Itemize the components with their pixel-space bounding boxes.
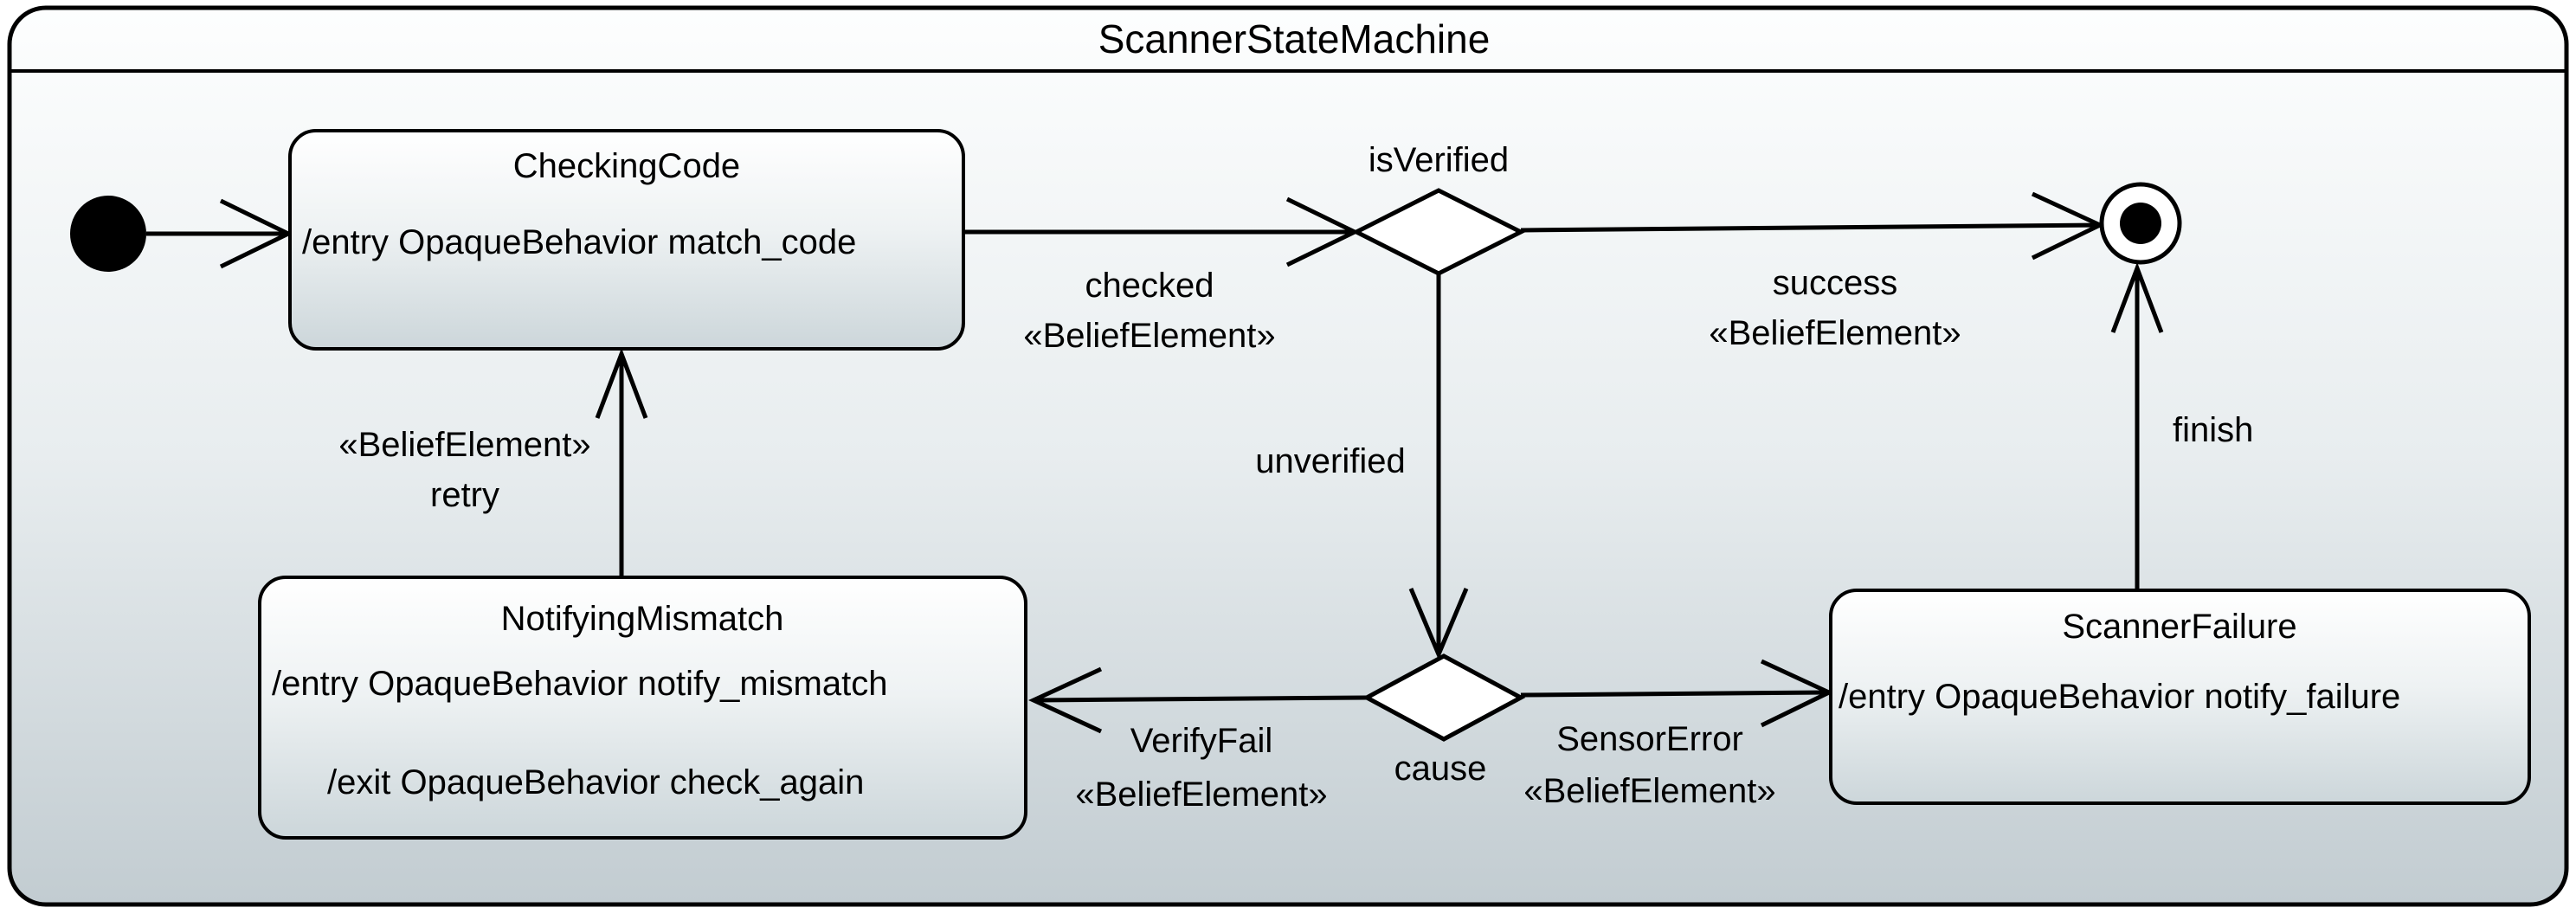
state-title: ScannerFailure [2062, 608, 2296, 646]
transition-label: retry [430, 476, 499, 514]
final-state[interactable] [2099, 182, 2182, 265]
transition-finish[interactable]: finish [2110, 261, 2253, 589]
transition-stereotype: «BeliefElement» [1523, 772, 1775, 810]
final-state-inner-dot [2120, 203, 2161, 244]
transition-label: VerifyFail [1130, 722, 1273, 760]
transition-label: success [1773, 264, 1898, 302]
transition-label: SensorError [1556, 720, 1743, 758]
transition-success[interactable]: success «BeliefElement» [1520, 191, 2105, 352]
choice-label: cause [1394, 750, 1487, 788]
state-checking-code[interactable]: CheckingCode /entry OpaqueBehavior match… [288, 129, 965, 351]
initial-state[interactable] [70, 196, 146, 272]
choice-diamond[interactable] [1362, 653, 1526, 742]
state-notifying-mismatch[interactable]: NotifyingMismatch /entry OpaqueBehavior … [258, 576, 1027, 840]
choice-label: isVerified [1368, 141, 1509, 179]
arrowhead-icon [2110, 261, 2164, 333]
arrowhead-icon [595, 347, 648, 419]
initial-state-dot[interactable] [70, 196, 146, 272]
state-entry-behavior: /entry OpaqueBehavior notify_mismatch [272, 665, 887, 703]
state-title: NotifyingMismatch [501, 600, 784, 638]
transition-stereotype: «BeliefElement» [1023, 317, 1275, 355]
state-title: CheckingCode [513, 147, 740, 185]
transition-label: unverified [1255, 442, 1405, 480]
transition-verify-fail[interactable]: VerifyFail «BeliefElement» [1028, 666, 1368, 814]
transition-retry[interactable]: «BeliefElement» retry [338, 347, 648, 576]
choice-cause[interactable]: cause [1362, 653, 1526, 788]
state-exit-behavior: /exit OpaqueBehavior check_again [327, 763, 864, 801]
state-entry-behavior: /entry OpaqueBehavior notify_failure [1839, 678, 2400, 716]
transition-stereotype: «BeliefElement» [338, 426, 590, 464]
arrowhead-icon [1028, 666, 1103, 734]
state-scanner-failure[interactable]: ScannerFailure /entry OpaqueBehavior not… [1829, 589, 2531, 805]
diagram-title: ScannerStateMachine [1098, 16, 1491, 61]
state-entry-behavior: /entry OpaqueBehavior match_code [302, 223, 856, 261]
choice-diamond[interactable] [1351, 188, 1526, 276]
arrowhead-icon [1408, 588, 1469, 660]
choice-is-verified[interactable]: isVerified [1351, 141, 1526, 276]
transition-stereotype: «BeliefElement» [1075, 776, 1327, 814]
transition-sensor-error[interactable]: SensorError «BeliefElement» [1520, 659, 1834, 810]
transition-label: finish [2173, 411, 2253, 449]
transition-unverified[interactable]: unverified [1255, 274, 1469, 660]
transition-stereotype: «BeliefElement» [1709, 314, 1961, 352]
transition-label: checked [1085, 267, 1214, 305]
